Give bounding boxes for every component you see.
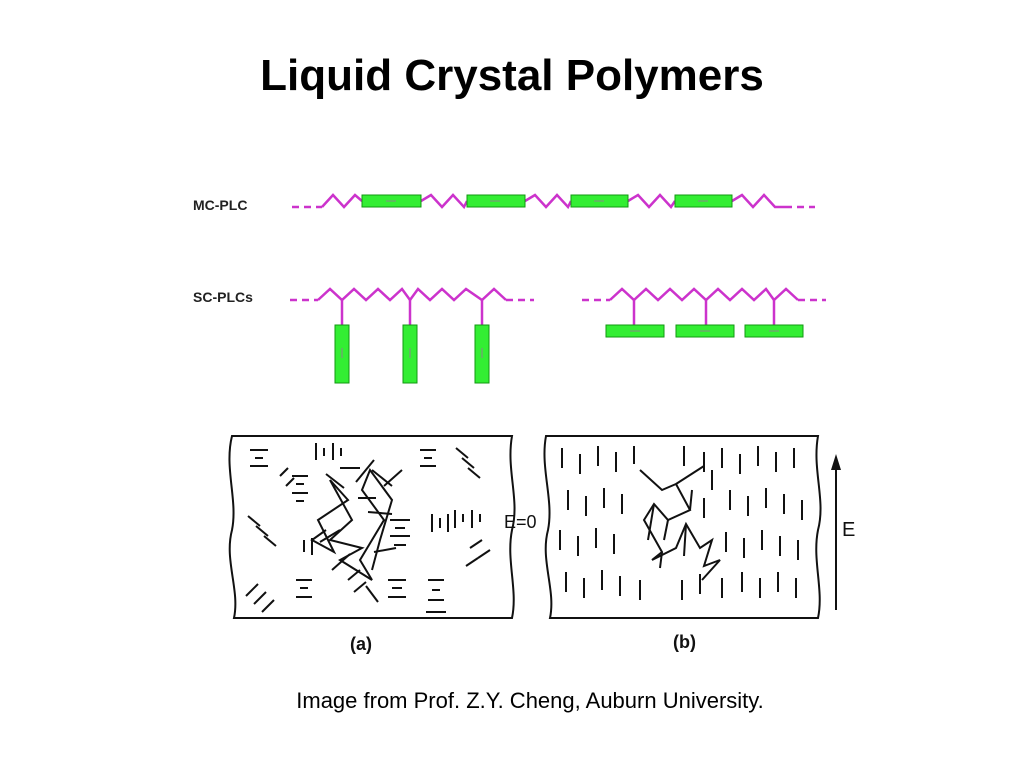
sc-left-mesogens	[334, 324, 490, 384]
panel-b-aligned-mesogens	[559, 446, 803, 600]
chain-zigzag	[731, 193, 785, 209]
panel-b-label: (b)	[673, 632, 696, 652]
chain-zigzag	[524, 193, 573, 210]
chain-zigzag	[317, 287, 507, 303]
sc-plc-left-chain	[290, 287, 534, 325]
panel-a-label: (a)	[350, 634, 372, 654]
image-credit-caption: Image from Prof. Z.Y. Cheng, Auburn Univ…	[296, 688, 764, 713]
mc-plc-label: MC-PLC	[193, 197, 247, 213]
polymer-backbone-b	[639, 469, 721, 581]
panel-a-domains	[245, 443, 491, 613]
chain-zigzag	[609, 287, 799, 302]
panel-a-frame	[228, 435, 516, 619]
polymer-backbone-a	[327, 467, 394, 581]
field-zero-label: E=0	[504, 512, 537, 532]
panel-b	[543, 435, 822, 619]
chain-zigzag	[420, 193, 469, 210]
sc-plc-label: SC-PLCs	[193, 289, 253, 305]
chain-zigzag	[627, 193, 677, 210]
panel-a	[228, 435, 516, 619]
chain-zigzag	[321, 193, 363, 209]
mc-plc-chain	[292, 193, 815, 210]
panel-b-frame	[543, 435, 822, 619]
slide-title: Liquid Crystal Polymers	[260, 51, 764, 100]
field-arrow	[831, 454, 841, 610]
field-label: E	[842, 519, 855, 541]
mc-plc-row: MC-PLC	[193, 193, 815, 213]
sc-plc-row: SC-PLCs	[193, 287, 826, 384]
sc-plc-right-chain	[582, 287, 826, 325]
